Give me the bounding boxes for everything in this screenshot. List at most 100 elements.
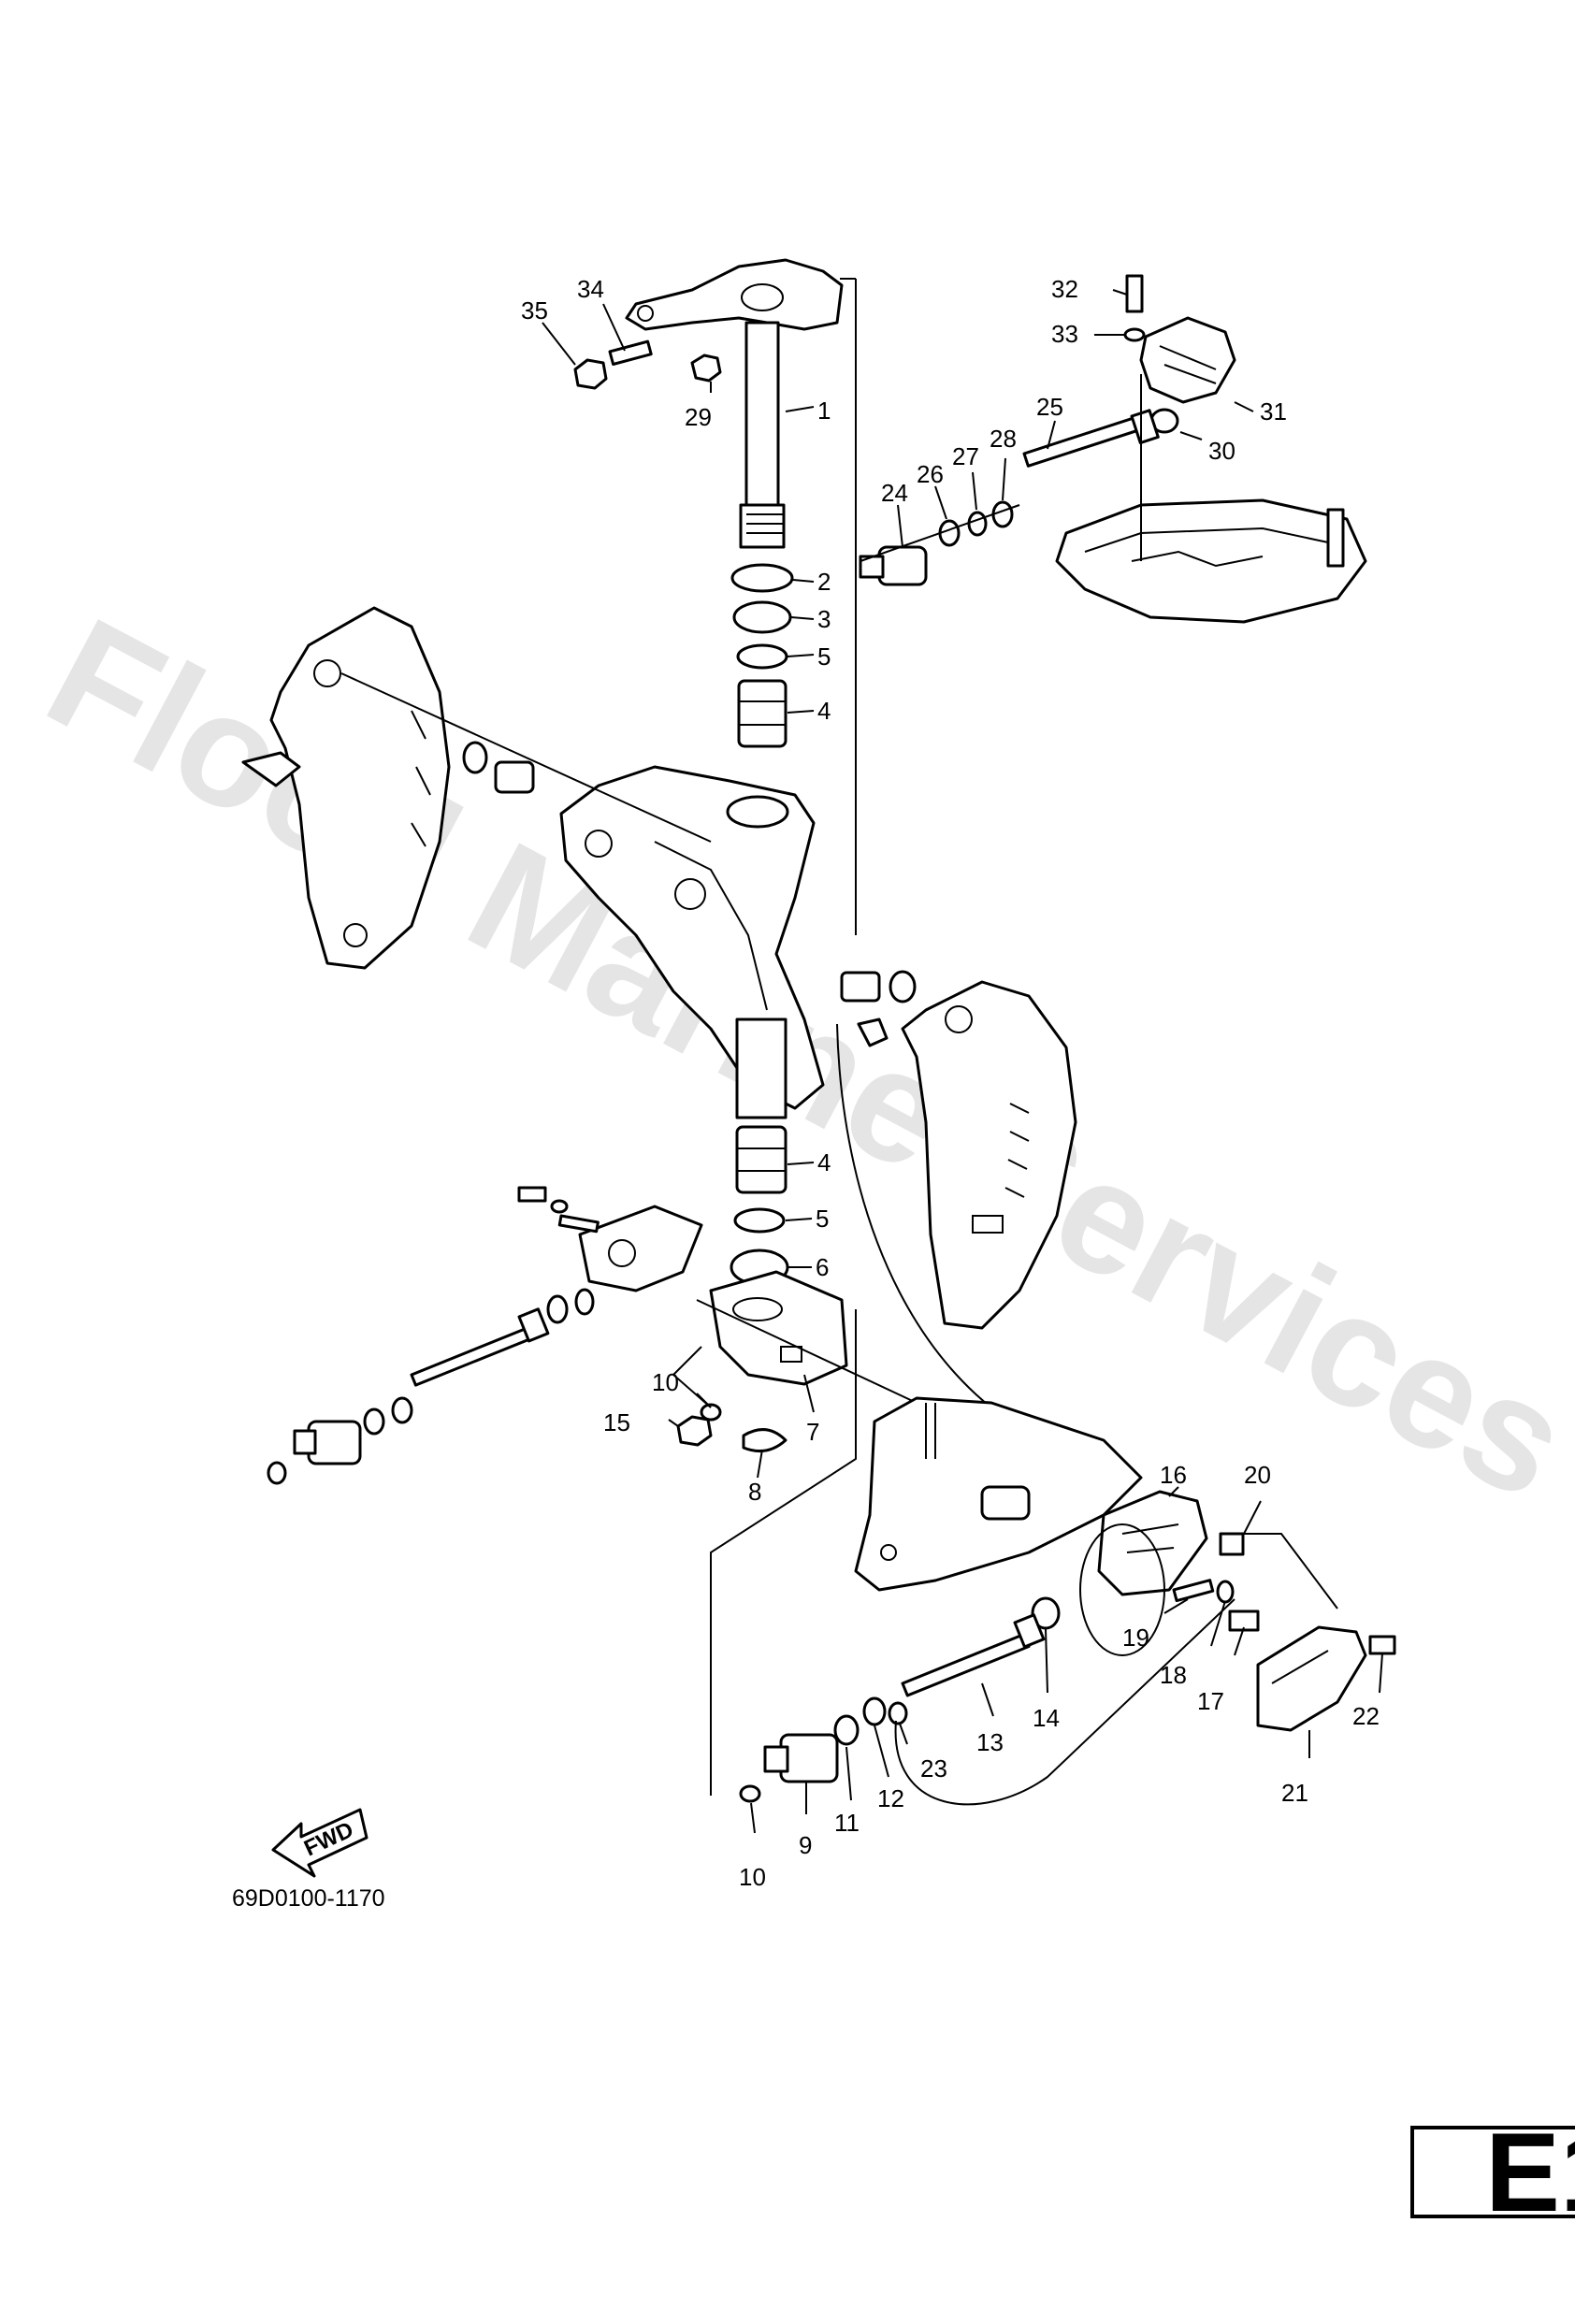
callout-35: 35 [521, 296, 548, 325]
callout-10-upper: 10 [652, 1368, 679, 1396]
callout-15: 15 [603, 1408, 630, 1436]
upper-nut-bolt [573, 339, 722, 390]
callout-14: 14 [1033, 1704, 1060, 1732]
bolt-32 [1125, 274, 1144, 313]
upper-mount-bracket-31 [1139, 316, 1236, 404]
ground-strap [894, 1598, 1235, 1806]
callout-16: 16 [1160, 1461, 1187, 1489]
washer-left-e [267, 1461, 287, 1485]
callout-24: 24 [881, 479, 908, 507]
callout-5-lower: 5 [816, 1205, 829, 1233]
callout-12: 12 [877, 1784, 904, 1812]
callout-11: 11 [834, 1809, 860, 1837]
washer-11 [833, 1714, 860, 1746]
mount-cover-pan [1055, 498, 1367, 624]
callout-9: 9 [799, 1831, 812, 1859]
callout-27: 27 [952, 442, 979, 470]
callout-2: 2 [817, 568, 831, 596]
mount-24 [859, 545, 928, 586]
page-id: E1 [1485, 2110, 1575, 2235]
washer-2 [730, 563, 794, 593]
page-id-box [1410, 2126, 1575, 2218]
callout-6: 6 [816, 1253, 829, 1281]
bolt-19 [1172, 1579, 1215, 1603]
washer-23 [888, 1701, 908, 1725]
washer-left-c [363, 1407, 385, 1436]
lower-mount-bracket [709, 1270, 848, 1386]
washer-10-bottom [739, 1784, 761, 1803]
steering-arm [625, 258, 844, 331]
clamp-bracket-left [241, 606, 451, 970]
bushing-4-lower [735, 1125, 788, 1194]
callout-4-lower: 4 [817, 1148, 831, 1176]
long-bolt-13 [901, 1613, 1046, 1697]
steering-shaft [739, 321, 786, 549]
callout-13: 13 [976, 1728, 1004, 1756]
mount-9 [763, 1733, 839, 1783]
fwd-arrow-icon: FWD [271, 1808, 368, 1878]
callout-22: 22 [1352, 1702, 1380, 1730]
long-bolt-left [410, 1307, 550, 1387]
callout-34: 34 [577, 275, 604, 303]
callout-20: 20 [1244, 1461, 1271, 1489]
callout-1: 1 [817, 397, 831, 425]
callout-19: 19 [1122, 1624, 1149, 1652]
callout-21: 21 [1281, 1779, 1308, 1807]
callout-7: 7 [806, 1418, 819, 1446]
callout-31: 31 [1260, 397, 1287, 426]
washer-28 [991, 500, 1014, 528]
callout-4-upper: 4 [817, 697, 831, 725]
leader-lines [542, 289, 1383, 1834]
washer-left-d [391, 1396, 413, 1424]
bushing-4-upper [737, 679, 788, 748]
washer-33 [1123, 327, 1146, 342]
lower-casing [854, 1396, 1143, 1592]
callout-18: 18 [1160, 1661, 1187, 1689]
callout-32: 32 [1051, 275, 1078, 303]
washer-left [462, 741, 488, 774]
rubber-mount-16 [1079, 1490, 1208, 1656]
seal-3 [732, 600, 792, 634]
grommet-20 [1219, 1532, 1245, 1556]
lower-side-plate [578, 1205, 703, 1292]
washer-left-b [574, 1288, 595, 1316]
callout-17: 17 [1197, 1687, 1224, 1715]
cover-21 [1256, 1625, 1367, 1732]
callout-26: 26 [917, 460, 944, 488]
callout-numbers: 1 2 3 5 4 4 5 6 7 8 10 15 35 34 29 32 33… [521, 275, 1380, 1891]
bushing-right [840, 971, 881, 1003]
clamp-bracket-right [901, 980, 1077, 1330]
axis-line-24 [860, 504, 1020, 562]
grease-nipple [857, 1018, 889, 1047]
o-ring-5-lower [733, 1207, 786, 1234]
washer-10-left [700, 1403, 722, 1422]
callout-30: 30 [1208, 437, 1235, 465]
washer-right [889, 970, 917, 1003]
bracket-line-lower [710, 1309, 857, 1796]
collar-14 [1031, 1596, 1061, 1630]
small-bolt-left [517, 1186, 600, 1234]
callout-33: 33 [1051, 320, 1078, 348]
lower-shaft-housing [735, 1018, 788, 1119]
axis-line-upper [340, 672, 712, 843]
callout-23: 23 [920, 1754, 947, 1783]
bushing-left [494, 760, 535, 794]
screw-22 [1368, 1635, 1396, 1655]
callout-28: 28 [990, 425, 1017, 453]
washer-18 [1216, 1580, 1235, 1604]
callout-3: 3 [817, 605, 831, 633]
o-ring-5-upper [736, 643, 788, 670]
callout-5-upper: 5 [817, 642, 831, 671]
washer-left-a [546, 1294, 569, 1324]
callout-25: 25 [1036, 393, 1063, 421]
diagram-code: 69D0100-1170 [232, 1885, 385, 1912]
washer-12 [862, 1696, 887, 1726]
callout-8: 8 [748, 1478, 761, 1506]
callout-10-lower: 10 [739, 1863, 766, 1891]
mount-left [293, 1420, 362, 1465]
washer-27 [967, 511, 988, 537]
clip-8 [742, 1428, 788, 1453]
nut-15 [676, 1415, 713, 1447]
